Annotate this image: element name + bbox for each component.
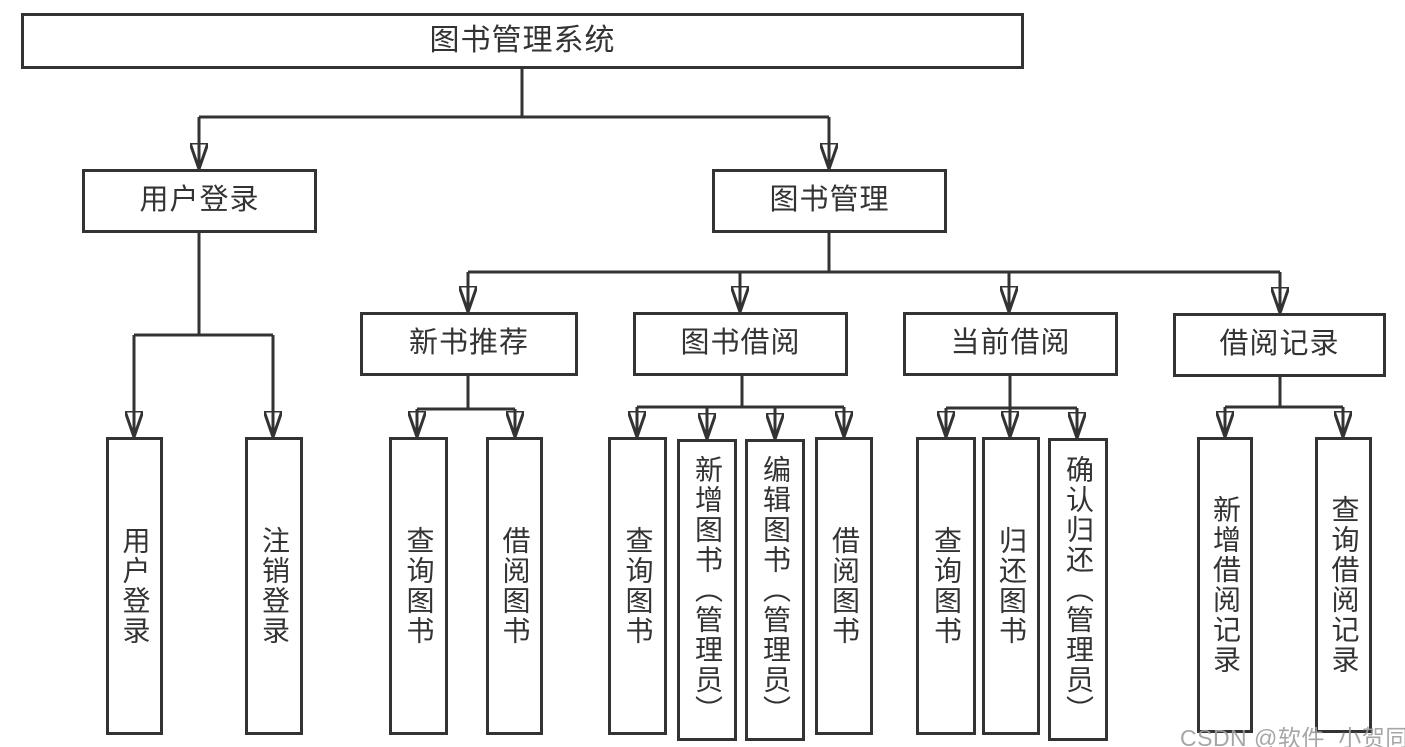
leaf-logout: 注销登录 (245, 437, 303, 735)
node-root: 图书管理系统 (21, 13, 1024, 69)
leaf-logout-label: 注销登录 (259, 526, 290, 646)
leaf-add-borrow-record: 新增借阅记录 (1197, 437, 1253, 733)
node-new-book-recommend: 新书推荐 (360, 312, 578, 376)
leaf-add-borrow-record-label: 新增借阅记录 (1210, 495, 1241, 675)
leaf-borrow-book-label: 借阅图书 (829, 526, 860, 646)
leaf-query-books-recommend-label: 查询图书 (403, 526, 435, 646)
csdn-watermark: CSDN @软件_小贺同学 (1180, 725, 1405, 747)
node-current-borrowing: 当前借阅 (903, 312, 1118, 376)
leaf-edit-book-admin-label: 编辑图书（管理员） (760, 455, 791, 725)
node-user-login: 用户登录 (82, 169, 317, 233)
node-book-management: 图书管理 (712, 169, 947, 233)
leaf-return-book: 归还图书 (982, 437, 1040, 735)
leaf-borrow-book-recommend: 借阅图书 (486, 437, 543, 735)
leaf-add-book-admin: 新增图书（管理员） (677, 439, 737, 741)
leaf-return-book-label: 归还图书 (996, 526, 1027, 646)
leaf-edit-book-admin: 编辑图书（管理员） (745, 439, 805, 741)
leaf-query-borrow-record-label: 查询借阅记录 (1328, 495, 1360, 675)
leaf-borrow-book: 借阅图书 (815, 437, 873, 735)
leaf-add-book-admin-label: 新增图书（管理员） (692, 455, 723, 725)
leaf-query-borrow-record: 查询借阅记录 (1315, 437, 1372, 733)
leaf-confirm-return-admin: 确认归还（管理员） (1048, 438, 1108, 741)
leaf-query-books-recommend: 查询图书 (389, 437, 448, 735)
leaf-confirm-return-admin-label: 确认归还（管理员） (1063, 454, 1094, 725)
leaf-user-login-label: 用户登录 (119, 526, 151, 646)
leaf-query-books-borrow: 查询图书 (608, 437, 667, 735)
leaf-borrow-book-recommend-label: 借阅图书 (499, 526, 531, 646)
node-borrowing-records: 借阅记录 (1173, 313, 1386, 377)
leaf-query-books-current-label: 查询图书 (931, 526, 962, 646)
leaf-query-books-current: 查询图书 (916, 437, 976, 735)
node-book-borrowing: 图书借阅 (633, 312, 848, 376)
leaf-user-login: 用户登录 (106, 437, 163, 735)
leaf-query-books-borrow-label: 查询图书 (622, 526, 654, 646)
